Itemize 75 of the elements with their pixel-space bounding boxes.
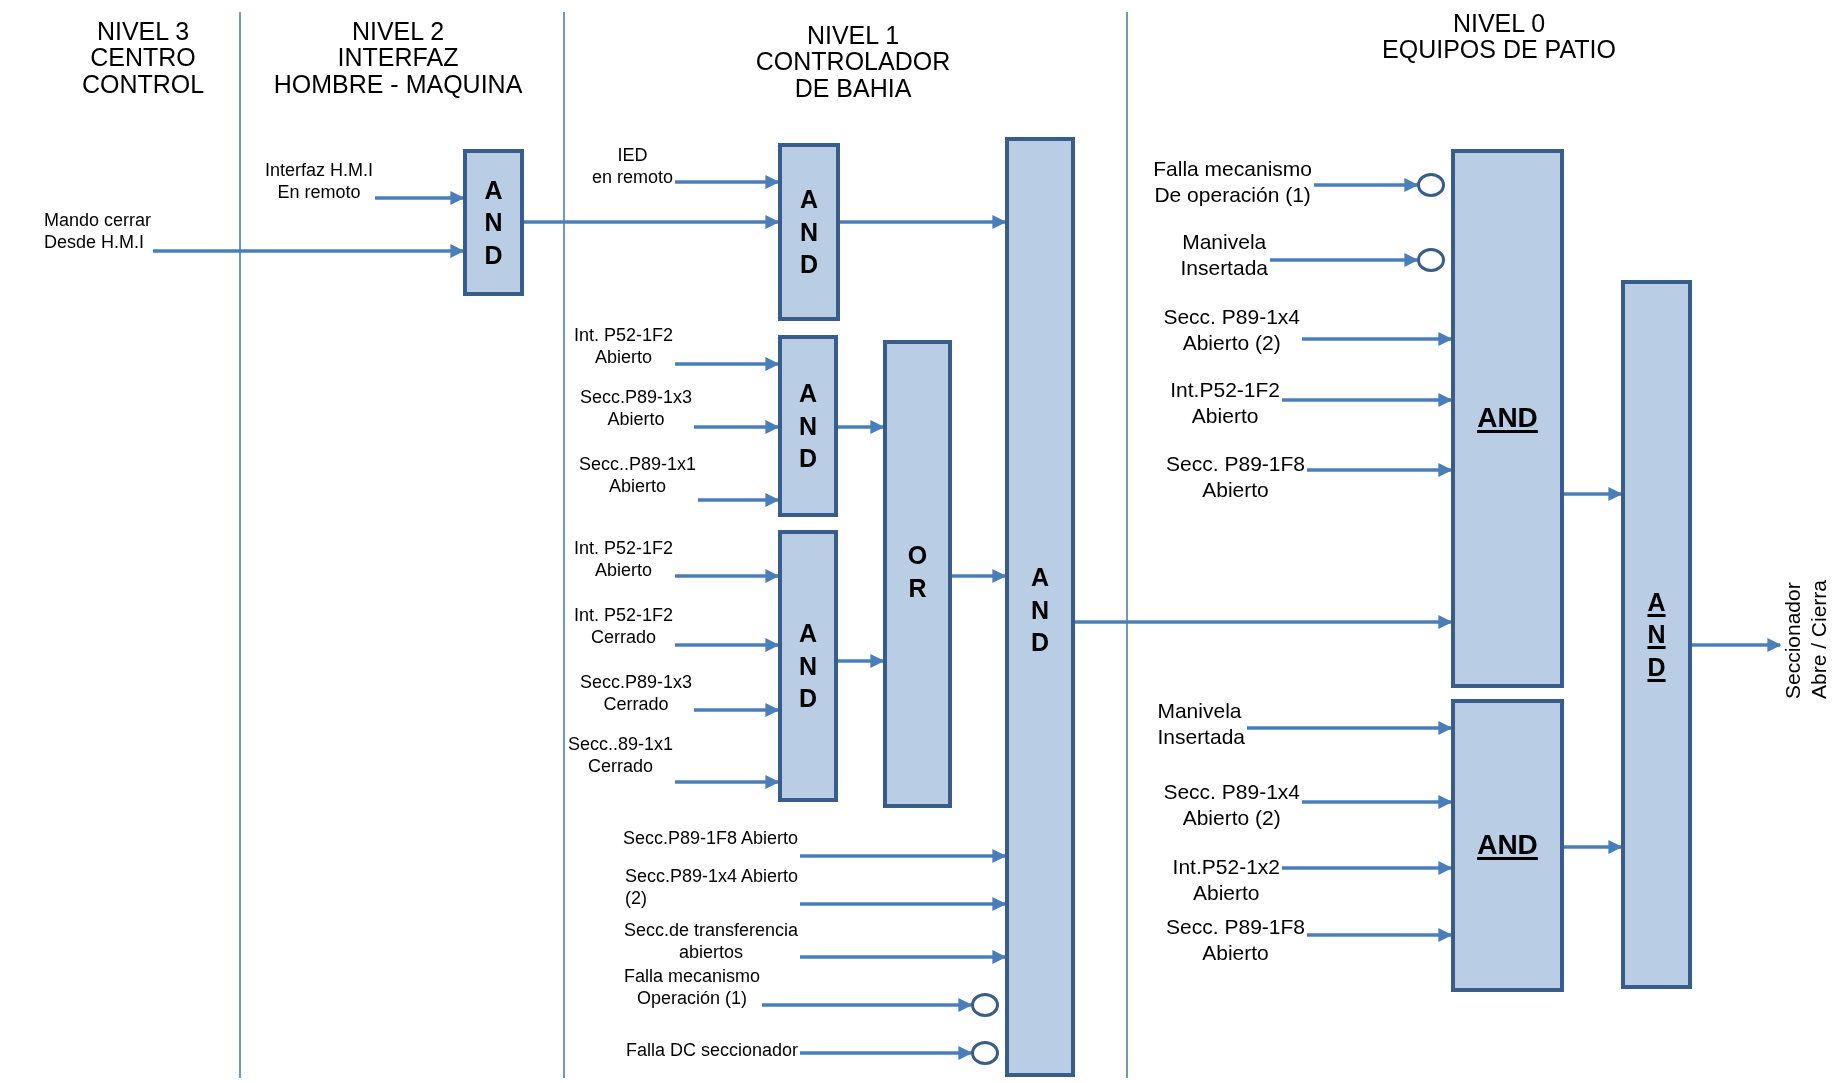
signal-arrow: [1692, 638, 1782, 652]
logic-gate: AND: [1005, 137, 1075, 1077]
signal-arrow: [1314, 178, 1419, 192]
input-label: Falla DC seccionador: [625, 1040, 798, 1062]
signal-arrow: [1302, 332, 1453, 346]
logic-gate: AND: [778, 530, 838, 802]
input-label: Int. P52-1F2 Abierto: [573, 325, 673, 369]
signal-arrow: [800, 950, 1007, 964]
signal-arrow: [800, 849, 1007, 863]
input-label: Int. P52-1F2 Abierto: [573, 538, 673, 582]
signal-arrow: [675, 569, 780, 583]
logic-gate: AND: [778, 143, 840, 321]
signal-arrow: [800, 897, 1007, 911]
input-label: Secc. P89-1x4 Abierto (2): [1163, 779, 1300, 831]
signal-arrow: [524, 215, 780, 229]
signal-arrow: [694, 703, 780, 717]
signal-arrow: [1307, 463, 1453, 477]
signal-arrow: [762, 998, 973, 1012]
signal-arrow: [1282, 393, 1453, 407]
inverter-bubble: [971, 1041, 999, 1065]
signal-arrow: [675, 357, 780, 371]
input-label: Manivela Insertada: [1157, 698, 1245, 750]
level-heading: NIVEL 0 EQUIPOS DE PATIO: [1382, 10, 1616, 63]
signal-arrow: [1307, 928, 1453, 942]
input-label: Secc. P89-1x4 Abierto (2): [1163, 304, 1300, 356]
signal-arrow: [1564, 840, 1623, 854]
signal-arrow: [1247, 721, 1453, 735]
signal-arrow: [1075, 615, 1453, 629]
signal-arrow: [675, 638, 780, 652]
input-label: Secc..P89-1x1 Abierto: [578, 454, 696, 498]
level-heading: NIVEL 2 INTERFAZ HOMBRE - MAQUINA: [273, 18, 523, 97]
signal-arrow: [675, 175, 780, 189]
signal-arrow: [694, 420, 780, 434]
input-label: Secc.P89-1x3 Abierto: [579, 387, 692, 431]
input-label: Secc. P89-1F8 Abierto: [1166, 451, 1305, 503]
logic-gate: OR: [883, 340, 952, 808]
input-label: Falla mecanismo De operación (1): [1153, 156, 1312, 208]
input-label: Secc.P89-1F8 Abierto: [622, 828, 798, 850]
signal-arrow: [840, 215, 1007, 229]
signal-arrow: [838, 420, 885, 434]
output-label: Seccionador Abre / Cierra: [1780, 580, 1833, 700]
signal-arrow: [1282, 861, 1453, 875]
level-heading: NIVEL 3 CENTRO CONTROL: [81, 18, 205, 97]
logic-gate: AND: [463, 149, 524, 296]
input-label: Falla mecanismo Operación (1): [623, 966, 760, 1010]
level-heading: NIVEL 1 CONTROLADOR DE BAHIA: [755, 22, 951, 101]
signal-arrow: [1564, 487, 1623, 501]
input-label: Int.P52-1F2 Abierto: [1170, 377, 1280, 429]
signal-arrow: [698, 493, 780, 507]
signal-arrow: [1302, 795, 1453, 809]
input-label: Interfaz H.M.I En remoto: [264, 160, 373, 204]
input-label: Manivela Insertada: [1180, 229, 1268, 281]
input-label: Secc. P89-1F8 Abierto: [1166, 914, 1305, 966]
input-label: Secc.de transferencia abiertos: [623, 920, 798, 964]
signal-arrow: [153, 244, 465, 258]
signal-arrow: [838, 654, 885, 668]
logic-gate: AND: [1451, 149, 1564, 688]
logic-gate: AND: [1621, 280, 1692, 989]
signal-arrow: [952, 569, 1007, 583]
inverter-bubble: [1417, 173, 1445, 197]
inverter-bubble: [971, 993, 999, 1017]
inverter-bubble: [1417, 248, 1445, 272]
input-label: Secc.P89-1x4 Abierto (2): [624, 866, 798, 910]
logic-gate: AND: [1451, 699, 1564, 992]
input-label: IED en remoto: [591, 145, 673, 189]
signal-arrow: [800, 1046, 973, 1060]
signal-arrow: [675, 775, 780, 789]
signal-arrow: [375, 191, 465, 205]
input-label: Mando cerrar Desde H.M.I: [43, 210, 151, 254]
input-label: Secc.P89-1x3 Cerrado: [579, 672, 692, 716]
input-label: Int.P52-1x2 Abierto: [1172, 854, 1280, 906]
input-label: Secc..89-1x1 Cerrado: [567, 734, 673, 778]
logic-gate: AND: [778, 335, 838, 517]
signal-arrow: [1270, 253, 1419, 267]
input-label: Int. P52-1F2 Cerrado: [573, 605, 673, 649]
